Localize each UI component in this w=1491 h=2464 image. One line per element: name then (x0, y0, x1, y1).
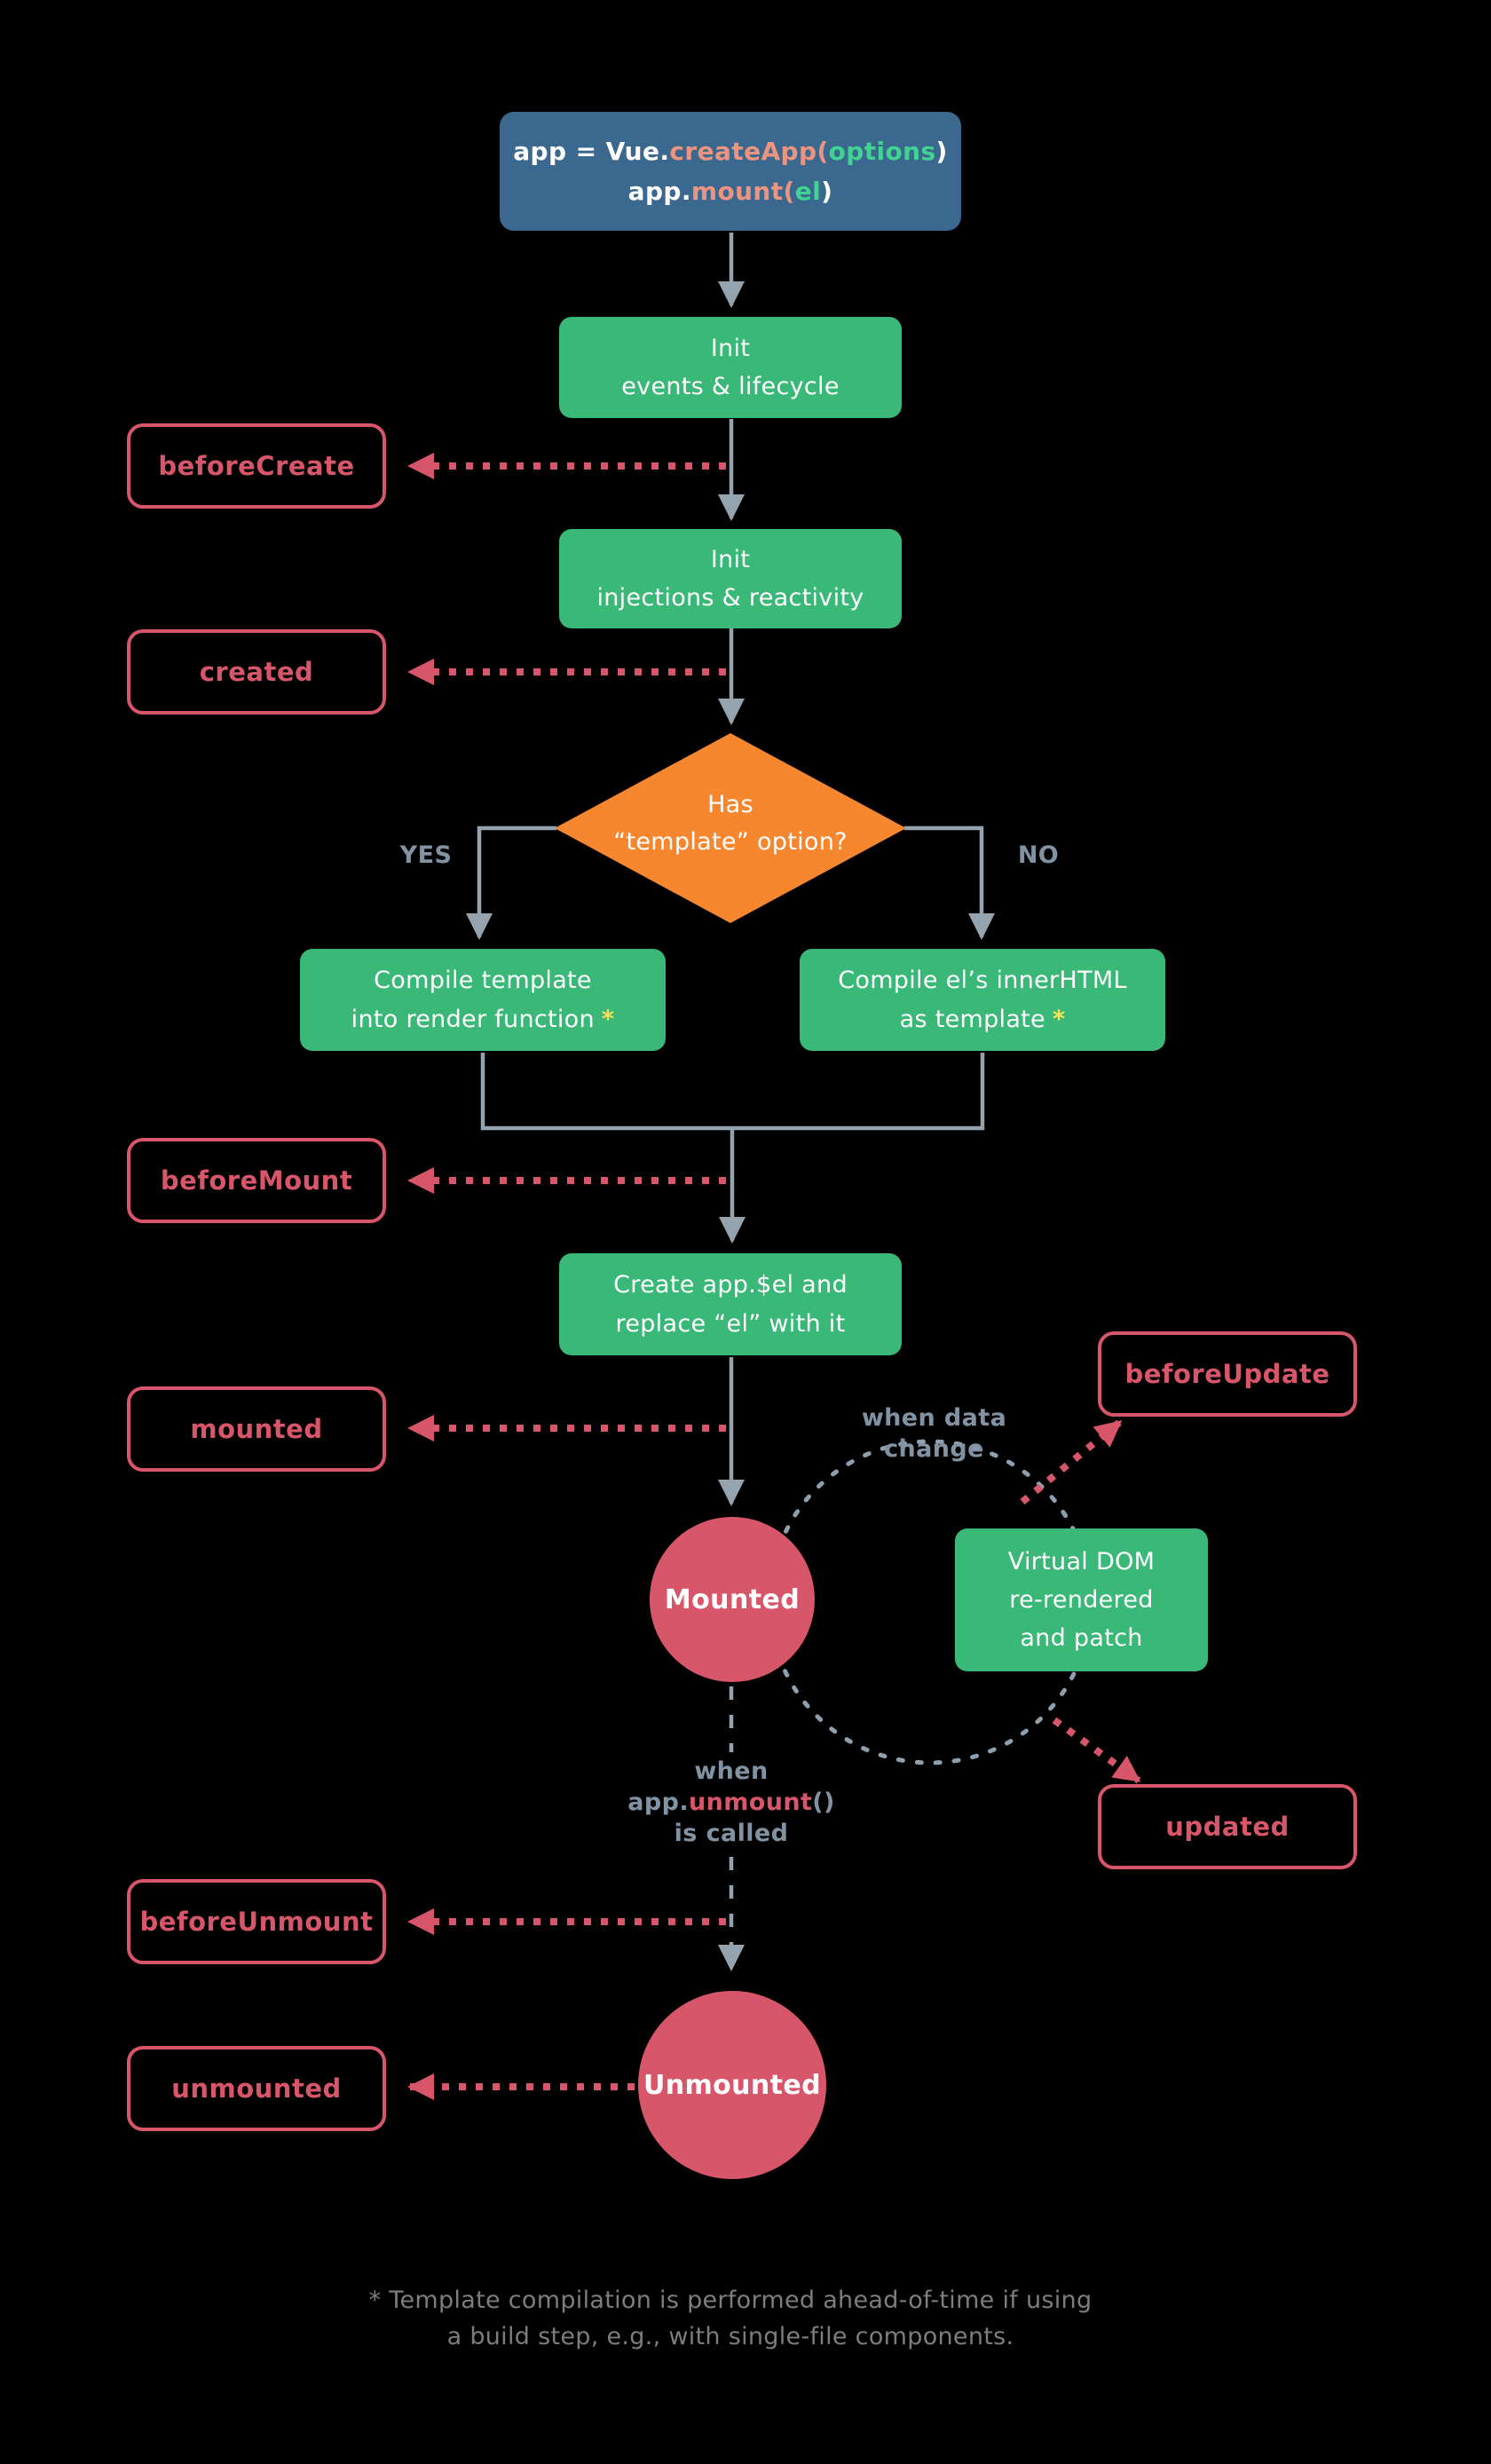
create-app-code-box: app = Vue.createApp(options) app.mount(e… (500, 112, 961, 231)
label-line: is called (674, 1820, 789, 1848)
hook-label: updated (1165, 1812, 1290, 1842)
state-label: Mounted (664, 1583, 801, 1615)
step-virtual-dom: Virtual DOM re-rendered and patch (955, 1528, 1208, 1671)
step-text: events & lifecycle (621, 373, 840, 400)
hook-label: beforeUpdate (1124, 1359, 1330, 1389)
code-app: app. (627, 177, 691, 206)
hook-unmounted: unmounted (127, 2046, 386, 2131)
label-yes: YES (399, 841, 453, 869)
hook-arrow-before-update (1020, 1418, 1123, 1505)
code-options: options (828, 136, 936, 166)
step-text: as template (899, 1005, 1045, 1033)
state-unmounted-circle: Unmounted (638, 1991, 826, 2179)
hook-before-unmount: beforeUnmount (127, 1879, 386, 1964)
hook-label: unmounted (171, 2073, 342, 2104)
hook-updated: updated (1098, 1784, 1357, 1869)
hook-created: created (127, 629, 386, 715)
label-line: app.unmount() (598, 1787, 864, 1818)
code-line-1: app = Vue.createApp(options) (513, 131, 948, 171)
decision-line: “template” option? (613, 827, 848, 856)
step-text: re-rendered (1009, 1585, 1154, 1614)
label-when-data-change: when data change (839, 1402, 1030, 1465)
step-text: Init (710, 545, 751, 573)
footnote-line: * Template compilation is performed ahea… (368, 2286, 1093, 2314)
step-compile-innerhtml: Compile el’s innerHTML as template* (800, 949, 1165, 1051)
branch-yes-line (466, 825, 556, 940)
step-text: injections & reactivity (596, 584, 864, 612)
hook-label: beforeCreate (158, 451, 355, 481)
label-text: app. (627, 1789, 689, 1817)
decision-line: Has (707, 791, 753, 818)
step-text: Init (710, 334, 751, 362)
hook-before-update: beforeUpdate (1098, 1331, 1357, 1417)
footnote: * Template compilation is performed ahea… (213, 2283, 1248, 2355)
step-text: Create app.$el and (613, 1271, 848, 1299)
state-label: Unmounted (643, 2069, 822, 2101)
step-text: Compile template (374, 967, 592, 995)
hook-label: mounted (190, 1414, 323, 1444)
hook-label: beforeMount (160, 1165, 353, 1196)
code-text: app = Vue. (513, 136, 670, 166)
hook-before-mount: beforeMount (127, 1138, 386, 1223)
decision-text: Has “template” option? (580, 786, 881, 861)
label-unmount-red: unmount (688, 1789, 813, 1817)
code-create-app: createApp( (669, 136, 829, 166)
hook-label: created (199, 657, 314, 687)
label-text: () (812, 1789, 835, 1817)
step-text: replace “el” with it (615, 1309, 846, 1338)
branch-no-line (904, 825, 995, 940)
label-when-unmount-called: when app.unmount() is called (598, 1752, 864, 1853)
footnote-asterisk: * (1052, 1005, 1066, 1033)
code-line-2: app.mount(el) (628, 171, 833, 211)
footnote-line: a build step, e.g., with single-file com… (446, 2322, 1014, 2350)
footnote-asterisk: * (601, 1005, 615, 1033)
step-text: Virtual DOM (1007, 1547, 1156, 1576)
label-line: change (884, 1435, 984, 1464)
branch-merge-line (480, 1053, 985, 1131)
code-mount: mount( (690, 177, 795, 206)
step-create-app-el: Create app.$el and replace “el” with it (559, 1253, 902, 1355)
step-compile-template: Compile template into render function* (300, 949, 666, 1051)
step-text: Compile el’s innerHTML (838, 967, 1127, 995)
hook-before-create: beforeCreate (127, 423, 386, 509)
hook-mounted: mounted (127, 1386, 386, 1472)
code-paren: ) (935, 136, 948, 166)
step-init-events-lifecycle: Init events & lifecycle (559, 317, 902, 418)
hook-label: beforeUnmount (139, 1907, 374, 1937)
step-init-injections-reactivity: Init injections & reactivity (559, 529, 902, 628)
step-text: into render function* (351, 1000, 615, 1039)
code-el: el (794, 177, 822, 206)
decision-diamond (555, 733, 906, 923)
step-text: as template* (900, 1000, 1066, 1039)
label-line: when (694, 1757, 769, 1785)
label-no: NO (1017, 841, 1060, 869)
code-paren: ) (821, 177, 833, 206)
hook-arrow-updated (1052, 1717, 1141, 1784)
label-line: when data (861, 1404, 1007, 1432)
step-text: and patch (1020, 1624, 1143, 1653)
state-mounted-circle: Mounted (650, 1517, 815, 1682)
step-text: into render function (351, 1005, 595, 1033)
